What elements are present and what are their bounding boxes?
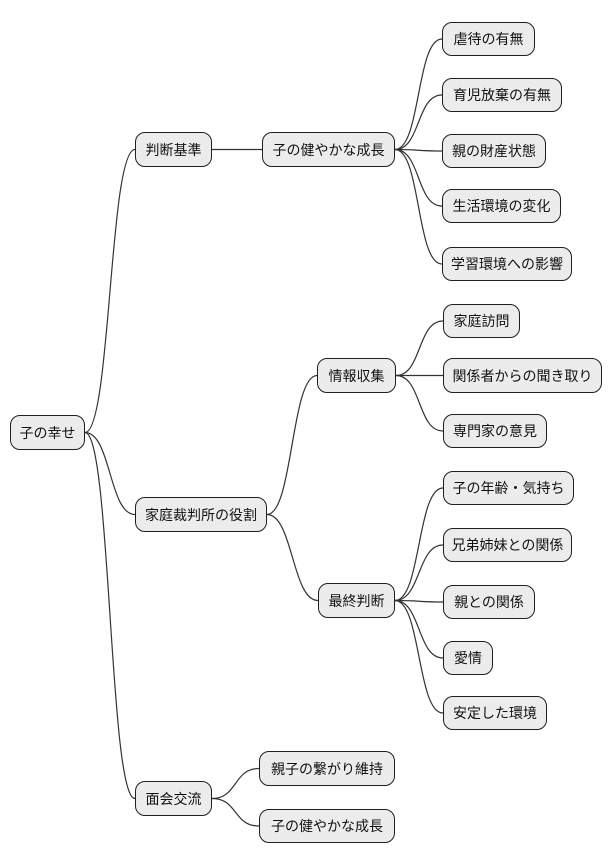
mindmap-node-siblings: 兄弟姉妹との関係: [443, 528, 572, 562]
mindmap-node-learning: 学習環境への影響: [442, 247, 572, 281]
mindmap-edge-root-court: [84, 431, 136, 516]
mindmap-edge-visitation-growth2: [211, 797, 260, 827]
mindmap-edge-final-age-feelings: [394, 487, 444, 602]
mindmap-edge-final-parent-rel: [394, 599, 444, 603]
mindmap-node-root: 子の幸せ: [10, 415, 85, 450]
mindmap-node-visitation: 面会交流: [135, 781, 212, 816]
mindmap-edge-visitation-bond: [211, 767, 260, 800]
mindmap-edge-growth-learning: [394, 148, 443, 265]
mindmap-node-home-visit: 家庭訪問: [443, 304, 520, 338]
mindmap-edge-final-stable-env: [394, 599, 444, 714]
mindmap-edge-growth-assets: [394, 148, 443, 152]
mindmap-edge-final-affection: [394, 599, 444, 659]
mindmap-node-growth2: 子の健やかな成長: [259, 809, 395, 843]
mindmap-node-court: 家庭裁判所の役割: [135, 497, 267, 532]
mindmap-edge-growth-abuse: [394, 38, 443, 151]
mindmap-node-assets: 親の財産状態: [442, 134, 546, 168]
mindmap-node-bond: 親子の繋がり維持: [259, 751, 395, 786]
mindmap-node-stable-env: 安定した環境: [443, 696, 547, 730]
mindmap-edge-court-final: [266, 513, 319, 602]
mindmap-edge-final-siblings: [394, 544, 444, 602]
mindmap-edge-root-judgment: [84, 148, 136, 434]
mindmap-node-experts: 専門家の意見: [443, 414, 547, 448]
mindmap-node-neglect: 育児放棄の有無: [442, 78, 562, 112]
mindmap-node-abuse: 虐待の有無: [442, 22, 535, 56]
mindmap-node-judgment: 判断基準: [135, 132, 212, 167]
mindmap-edge-info-home-visit: [395, 320, 444, 377]
mindmap-edge-info-experts: [395, 374, 444, 432]
mindmap-node-info: 情報収集: [317, 358, 396, 393]
mindmap-node-parent-rel: 親との関係: [443, 585, 535, 619]
mindmap-node-affection: 愛情: [443, 641, 493, 675]
mindmap-node-age-feelings: 子の年齢・気持ち: [443, 471, 574, 505]
mindmap-node-growth: 子の健やかな成長: [262, 132, 395, 167]
mindmap-edge-root-visitation: [84, 431, 136, 800]
mindmap-node-final: 最終判断: [318, 583, 395, 618]
mindmap-edge-growth-neglect: [394, 94, 443, 151]
mindmap-edge-growth-env-change: [394, 148, 443, 207]
mindmap-node-env-change: 生活環境の変化: [442, 189, 561, 223]
mindmap-node-interviews: 関係者からの聞き取り: [443, 358, 602, 393]
mindmap-edge-court-info: [266, 374, 318, 516]
